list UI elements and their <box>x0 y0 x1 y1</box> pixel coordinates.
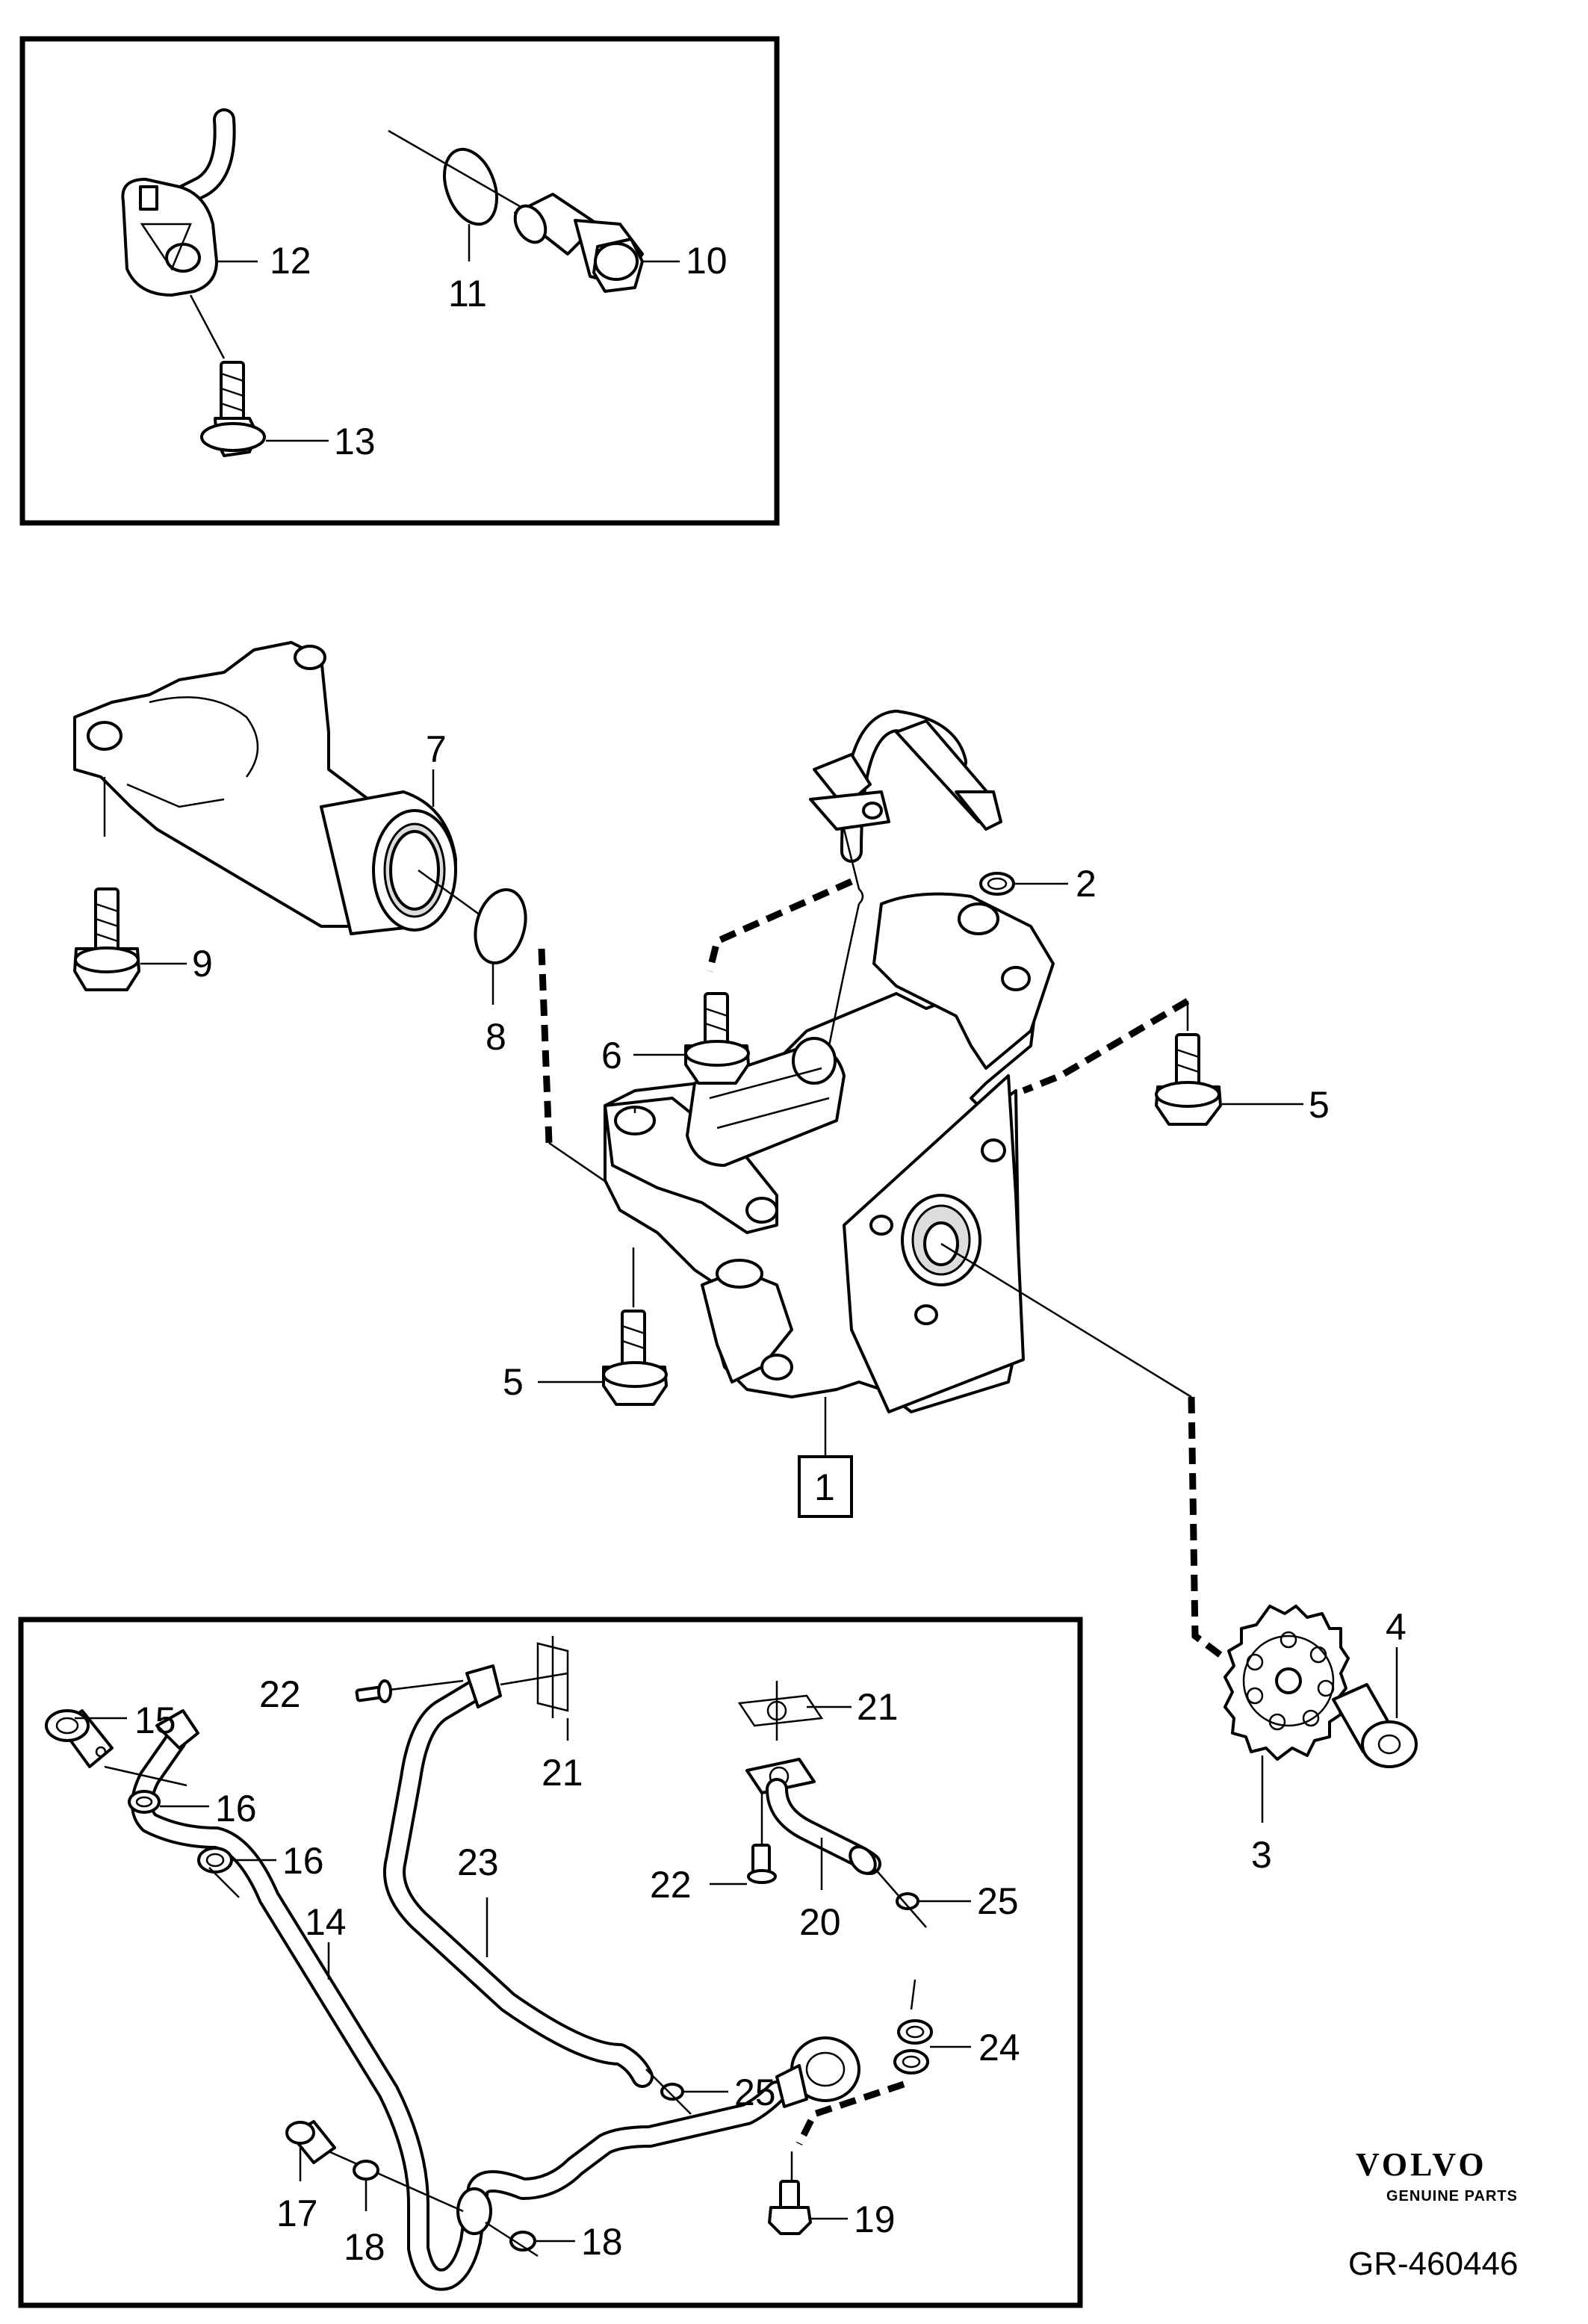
label-16a: 16 <box>215 1788 257 1829</box>
label-17: 17 <box>276 2193 318 2234</box>
part-8-o-ring <box>474 887 527 965</box>
label-8: 8 <box>486 1016 506 1058</box>
part-25-o-ring-left <box>660 2083 684 2101</box>
dash-link-5-right <box>1022 998 1190 1094</box>
part-23-hose <box>383 1664 654 2088</box>
label-24: 24 <box>978 2027 1020 2069</box>
lead-12-13 <box>189 294 226 359</box>
label-22-right: 22 <box>650 1864 692 1906</box>
part-2-washer <box>979 872 1015 896</box>
part-21-gasket-top <box>536 1636 569 1718</box>
part-12-breather-fitting <box>121 108 236 297</box>
label-23: 23 <box>457 1841 499 1883</box>
inset-frame-top <box>19 36 780 526</box>
label-21-right: 21 <box>857 1686 899 1728</box>
part-18-washer-b <box>509 2231 536 2252</box>
label-12: 12 <box>270 240 311 282</box>
part-11-o-ring <box>443 147 498 226</box>
label-4: 4 <box>1386 1606 1406 1648</box>
label-10: 10 <box>686 240 728 282</box>
brand-subtitle: GENUINE PARTS <box>1386 2188 1518 2204</box>
label-25-right: 25 <box>977 1880 1019 1922</box>
part-7-housing <box>73 641 457 935</box>
label-13: 13 <box>334 421 376 462</box>
part-18-washer-a <box>353 2160 379 2181</box>
label-16b: 16 <box>282 1840 324 1882</box>
part-25-o-ring-right <box>896 1892 919 1910</box>
part-22-bolt-right <box>747 1844 777 1884</box>
dash-link-19 <box>795 2080 905 2146</box>
dash-link-sprocket <box>1188 1396 1227 1661</box>
label-5-right: 5 <box>1309 1084 1330 1126</box>
label-6: 6 <box>601 1035 622 1076</box>
label-3: 3 <box>1251 1834 1272 1876</box>
label-21-top: 21 <box>542 1752 583 1794</box>
lead-23-axis <box>500 1672 568 1686</box>
dash-link-6 <box>706 878 853 973</box>
label-19: 19 <box>854 2198 896 2240</box>
label-9: 9 <box>192 943 213 985</box>
part-24-washers <box>893 2019 933 2074</box>
inset-frame-bottom <box>18 1617 1083 2308</box>
label-7: 7 <box>426 728 447 770</box>
part-13-bolt <box>200 361 266 457</box>
label-18b: 18 <box>581 2221 623 2263</box>
lead-axis-7-8 <box>418 869 486 920</box>
part-6-bolt <box>684 992 750 1085</box>
lead-axis-10-11 <box>388 129 539 218</box>
drawing-code: GR-460446 <box>1348 2246 1518 2282</box>
label-1: 1 <box>814 1466 835 1508</box>
brand-name: VOLVO <box>1356 2146 1487 2183</box>
part-16-washer-b <box>197 1847 233 1874</box>
label-20: 20 <box>799 1901 841 1943</box>
label-22-left: 22 <box>259 1673 301 1715</box>
part-9-bolt <box>73 887 140 991</box>
part-20-hose <box>745 1758 881 1875</box>
label-5-left: 5 <box>503 1361 524 1403</box>
part-22-bolt-left <box>355 1679 392 1703</box>
part-5-bolt-right <box>1155 1033 1222 1126</box>
part-19-banjo-bolt <box>768 2180 812 2235</box>
part-4-sprocket-bolt <box>1332 1683 1418 1768</box>
label-25-left: 25 <box>734 2072 776 2113</box>
part-21-gasket-right <box>737 1681 824 1741</box>
lead-axis-pump-sprocket <box>940 1242 1192 1398</box>
dash-link-8 <box>538 948 553 1144</box>
label-14: 14 <box>305 1901 347 1943</box>
label-15: 15 <box>134 1699 176 1741</box>
part-14-pipe <box>131 1709 860 2291</box>
part-1-oil-pump <box>604 892 1055 1413</box>
label-11: 11 <box>448 273 487 314</box>
part-16-washer-a <box>128 1790 161 1814</box>
part-pump-sensor <box>809 710 1002 1047</box>
label-2: 2 <box>1076 863 1097 905</box>
part-17-banjo-bolt <box>285 2120 336 2164</box>
part-5-bolt-left <box>602 1310 668 1406</box>
part-3-sprocket <box>1223 1605 1350 1761</box>
part-10-valve <box>513 193 644 293</box>
label-18a: 18 <box>344 2226 385 2268</box>
